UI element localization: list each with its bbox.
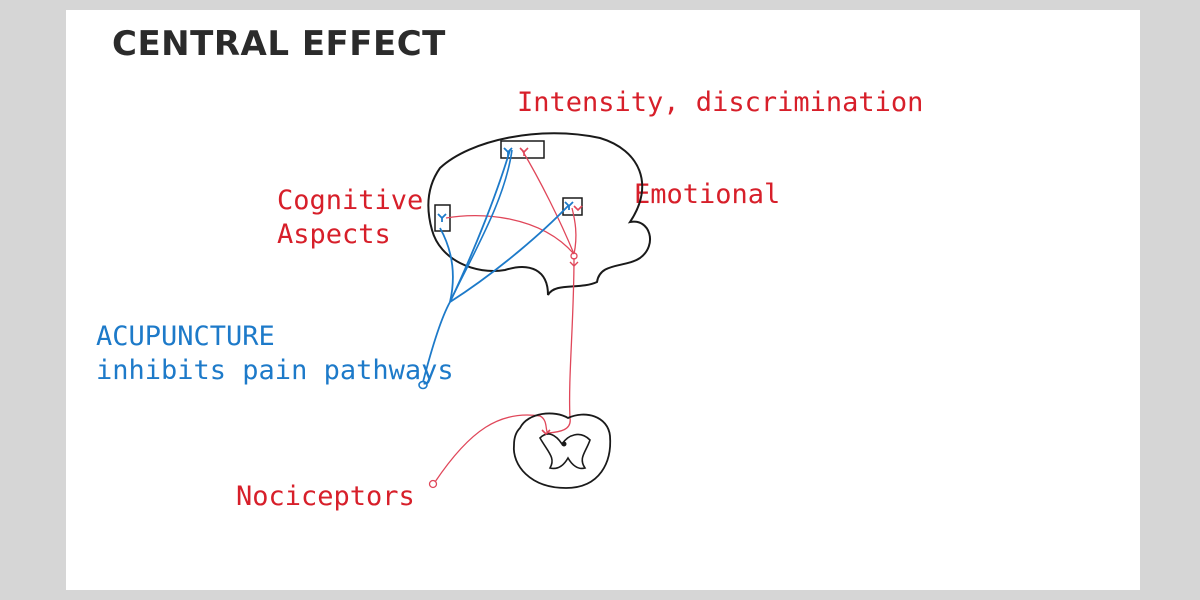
acupuncture-branch-cognitive — [440, 228, 453, 302]
acupuncture-fiber-main — [423, 302, 450, 382]
pain-pathway-to-cognitive — [446, 216, 574, 254]
acupuncture-branch-intensity-a — [450, 150, 510, 302]
spinal-gray-matter — [540, 434, 590, 468]
acupuncture-needle-point — [419, 382, 427, 389]
central-canal — [562, 442, 567, 447]
acupuncture-branch-emotional — [450, 206, 568, 302]
synapse-blue-cognitive — [438, 214, 446, 222]
synapse-red-emotional — [574, 206, 582, 210]
synapse-red-intensity — [520, 148, 528, 156]
nociceptor-ending — [430, 481, 437, 488]
pain-pathway-spinal — [548, 258, 574, 433]
spinal-cord-section — [514, 413, 610, 488]
nociceptor-fiber — [435, 415, 548, 482]
